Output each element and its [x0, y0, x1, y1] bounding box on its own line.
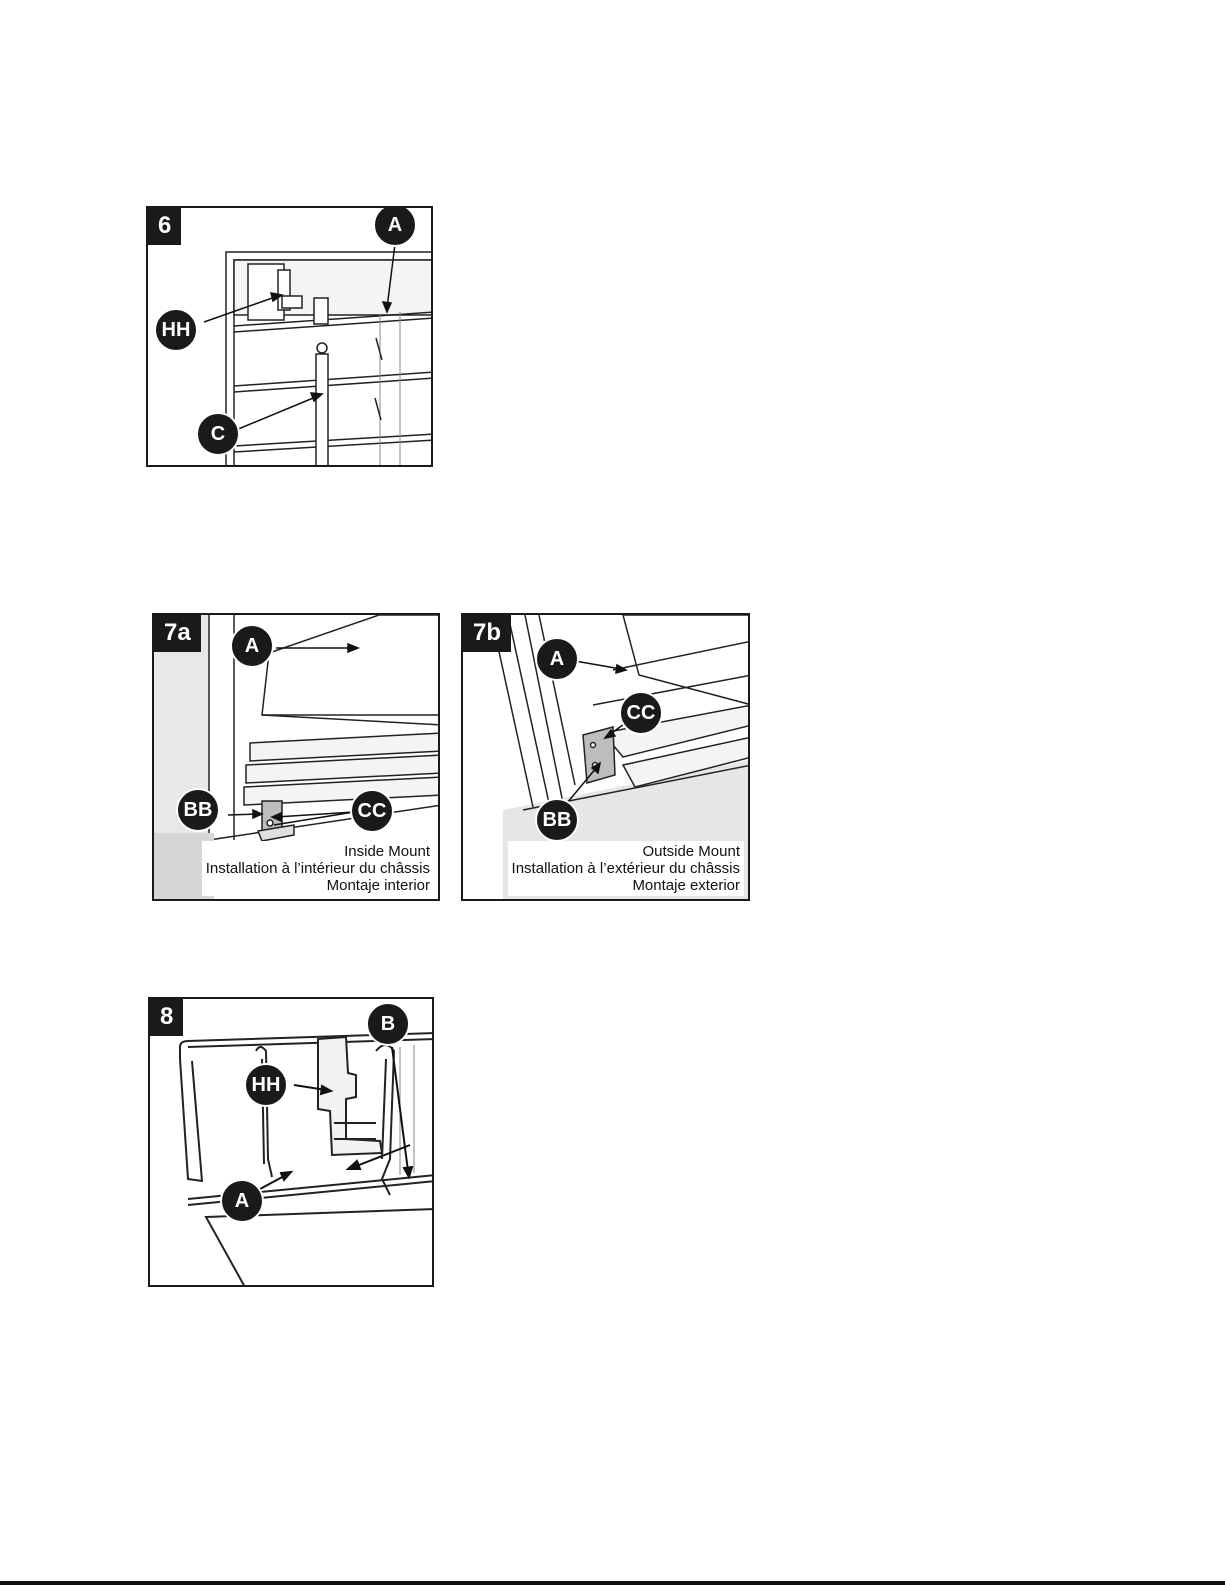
step-8-panel: 8 B HH A — [148, 997, 434, 1287]
callout-cc: CC — [619, 691, 663, 735]
callout-b: B — [366, 1002, 410, 1046]
step-8-number: 8 — [150, 999, 183, 1036]
callout-cc: CC — [350, 789, 394, 833]
step-7a-number: 7a — [154, 615, 201, 652]
caption-line-es: Montaje interior — [206, 877, 430, 894]
callout-a: A — [220, 1179, 264, 1223]
caption-line-en: Outside Mount — [512, 843, 740, 860]
callout-hh: HH — [244, 1063, 288, 1107]
step-6-number: 6 — [148, 208, 181, 245]
step-7b-number: 7b — [463, 615, 511, 652]
caption-line-fr: Installation à l’extérieur du châssis — [512, 860, 740, 877]
caption-line-en: Inside Mount — [206, 843, 430, 860]
step-7b-panel: 7b A CC BB Outside Mount Installation à … — [461, 613, 750, 901]
callout-bb: BB — [535, 798, 579, 842]
callout-bb: BB — [176, 788, 220, 832]
callout-hh: HH — [154, 308, 198, 352]
callout-a: A — [535, 637, 579, 681]
callout-c: C — [196, 412, 240, 456]
page-bottom-rule — [0, 1581, 1225, 1585]
caption-line-es: Montaje exterior — [512, 877, 740, 894]
step-7a-panel: 7a A BB CC Inside Mount Installation à l… — [152, 613, 440, 901]
callout-a: A — [230, 624, 274, 668]
step-7b-caption: Outside Mount Installation à l’extérieur… — [508, 841, 744, 896]
step-6-panel: 6 A HH C — [146, 206, 433, 467]
step-7a-caption: Inside Mount Installation à l’intérieur … — [202, 841, 434, 896]
caption-line-fr: Installation à l’intérieur du châssis — [206, 860, 430, 877]
